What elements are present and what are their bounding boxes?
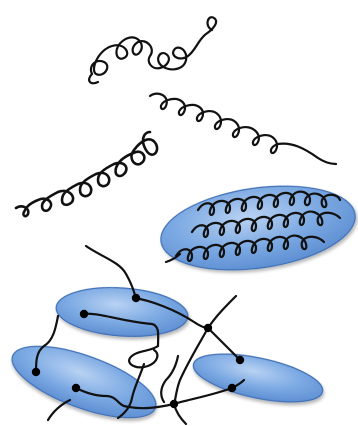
random-coil-polymer (89, 17, 216, 83)
crosslink-node-5 (32, 368, 40, 376)
network-blob-lower-right (189, 345, 326, 412)
crosslink-node-3 (204, 324, 212, 332)
helix-chain-lower (16, 132, 157, 216)
crosslink-node-1 (132, 294, 140, 302)
cross-linked-polymer-network (4, 246, 327, 426)
crystallized-helical-polymer (155, 175, 358, 281)
crosslink-node-7 (228, 384, 236, 392)
network-blob-lower-left (4, 332, 165, 426)
network-chain-l (48, 400, 70, 420)
random-coil-chain (91, 17, 216, 75)
crosslink-node-2 (80, 310, 88, 318)
network-blob-upper (54, 283, 189, 340)
helix-chain-upper (150, 94, 336, 164)
crosslink-node-8 (170, 400, 178, 408)
crosslink-node-6 (72, 384, 80, 392)
crosslink-node-4 (236, 356, 244, 364)
